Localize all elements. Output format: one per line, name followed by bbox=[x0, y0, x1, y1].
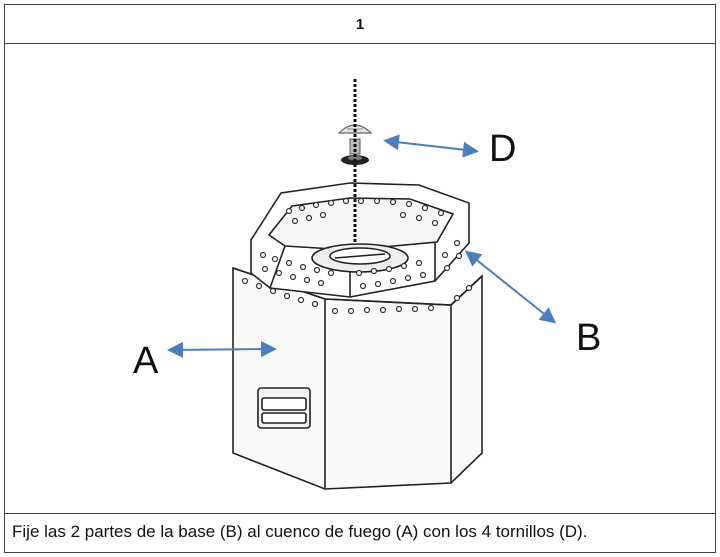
assembly-illustration: D B A bbox=[133, 79, 601, 490]
callout-label-a: A bbox=[133, 340, 159, 382]
callout-arrow-b bbox=[464, 250, 557, 324]
base-vent-holes bbox=[259, 197, 463, 290]
instruction-table: 1 bbox=[4, 4, 716, 553]
instruction-caption: Fije las 2 partes de la base (B) al cuen… bbox=[12, 522, 588, 541]
callout-arrow-a bbox=[167, 341, 277, 358]
callout-label-b: B bbox=[576, 317, 601, 359]
fire-bowl-part-a bbox=[232, 266, 483, 490]
assembly-illustration-cell: D B A bbox=[5, 43, 715, 514]
step-number: 1 bbox=[5, 5, 715, 44]
callout-arrow-d bbox=[383, 134, 479, 158]
callout-label-d: D bbox=[489, 128, 516, 170]
